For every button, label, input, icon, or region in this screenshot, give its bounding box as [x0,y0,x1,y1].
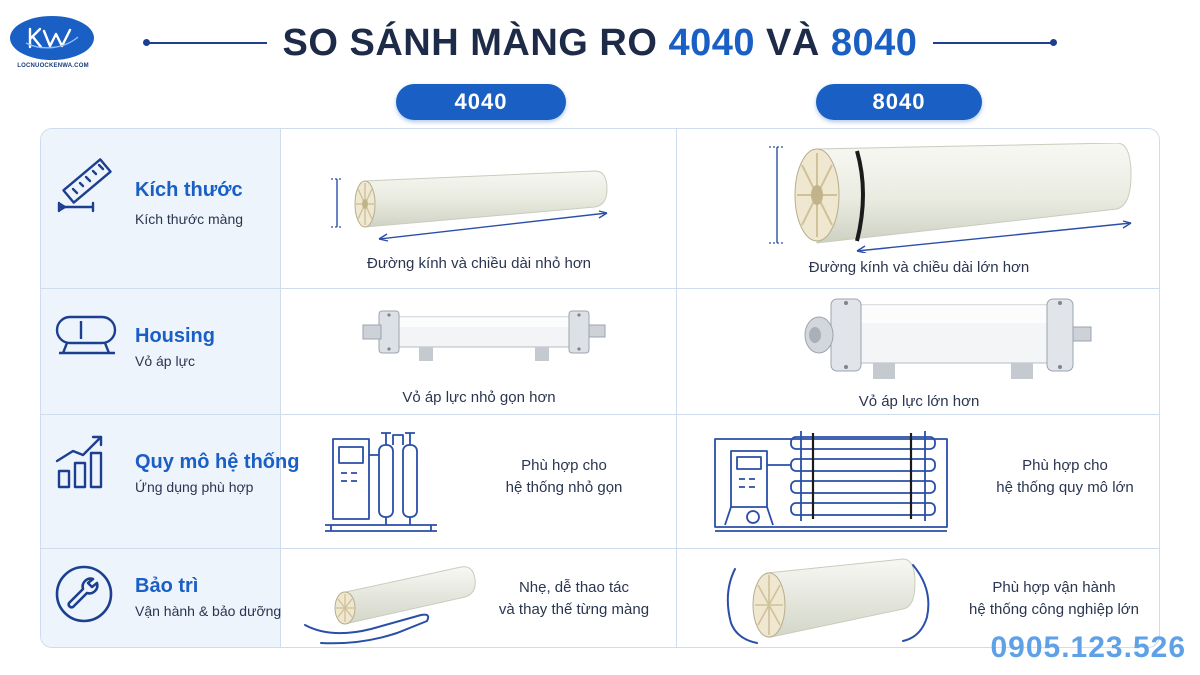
row-title: Bảo trì [135,575,199,597]
caption-4040-housing: Vỏ áp lực nhỏ gọn hơn [402,389,556,406]
caption-4040-size: Đường kính và chiều dài nhỏ hơn [366,255,592,272]
text-4040-scale: Phù hợp cho hệ thống nhỏ gọn [451,455,677,499]
title-model-b: 8040 [830,21,918,64]
row-label-cell: Quy mô hệ thống Ứng dụng phù hợp [41,415,299,548]
cell-4040-scale: Phù hợp cho hệ thống nhỏ gọn [281,415,677,548]
tank-icon [55,315,117,355]
text-line: và thay thế từng màng [498,601,650,618]
text-8040-maintenance: Phù hợp vận hành hệ thống công nghiệp lớ… [947,577,1159,621]
cell-4040-size: Đường kính và chiều dài nhỏ hơn [281,129,677,288]
text-8040-scale: Phù hợp cho hệ thống quy mô lớn [973,455,1157,499]
logo-mark [10,16,94,60]
text-line: Phù hợp vận hành [992,579,1116,596]
hand-holding-membrane-illustration [304,566,476,645]
row-title: Housing [135,325,215,347]
ruler-icon [57,158,112,213]
column-header-8040: 8040 [816,84,982,120]
title-mid: VÀ [755,21,831,64]
row-label-cell: Bảo trì Vận hành & bảo dưỡng [41,549,282,647]
brand-logo: LOCNUOCKENWA.COM [10,16,96,69]
cell-4040-maintenance: Nhẹ, dễ thao tác và thay thế từng màng [281,549,677,647]
row-subtitle: Vỏ áp lực [135,353,195,369]
table-row-housing: Housing Vỏ áp lực Vỏ áp lực nhỏ gọn hơn [41,289,1159,415]
title-prefix: SO SÁNH MÀNG RO [282,21,669,64]
hotline-number[interactable]: 0905.123.526 [990,631,1186,664]
hands-holding-large-membrane-illustration [726,558,930,644]
kw-logo-icon [25,27,79,49]
row-subtitle: Ứng dụng phù hợp [135,479,254,495]
table-row-scale: Quy mô hệ thống Ứng dụng phù hợp Phù h [41,415,1159,549]
housing-8040-illustration [804,298,1092,379]
cell-8040-size: Đường kính và chiều dài lớn hơn [677,129,1159,288]
caption-8040-size: Đường kính và chiều dài lớn hơn [808,259,1030,276]
row-title: Quy mô hệ thống [135,451,300,473]
table-row-maintenance: Bảo trì Vận hành & bảo dưỡng Nhẹ, dễ tha… [41,549,1159,647]
text-line: Phù hợp cho [521,457,607,474]
wrench-icon [55,565,113,623]
logo-site-text: LOCNUOCKENWA.COM [17,63,89,69]
caption-8040-housing: Vỏ áp lực lớn hơn [858,393,980,410]
cell-4040-housing: Vỏ áp lực nhỏ gọn hơn [281,289,677,414]
membrane-4040-illustration [331,170,608,242]
page-title: SO SÁNH MÀNG RO 4040 VÀ 8040 [283,22,918,65]
text-line: Nhẹ, dễ thao tác [518,579,630,596]
row-label-cell: Kích thước Kích thước màng [41,129,281,288]
table-row-size: Kích thước Kích thước màng Đường kính v [41,129,1159,289]
housing-4040-illustration [362,310,606,361]
text-line: hệ thống nhỏ gọn [505,479,623,496]
text-line: hệ thống công nghiệp lớn [969,601,1139,618]
comparison-table: Kích thước Kích thước màng Đường kính v [40,128,1160,648]
row-subtitle: Vận hành & bảo dưỡng [135,603,282,619]
cell-8040-scale: Phù hợp cho hệ thống quy mô lớn [677,415,1159,548]
large-system-illustration [714,431,948,532]
small-system-illustration [325,432,437,532]
column-header-4040: 4040 [396,84,566,120]
title-divider-right [933,39,1058,46]
title-divider-left [142,39,267,46]
row-title: Kích thước [135,179,243,201]
cell-8040-maintenance: Phù hợp vận hành hệ thống công nghiệp lớ… [677,549,1159,647]
row-label-cell: Housing Vỏ áp lực [41,289,281,414]
bar-chart-icon [55,435,103,489]
row-subtitle: Kích thước màng [135,211,244,227]
text-line: Phù hợp cho [1022,457,1108,474]
text-line: hệ thống quy mô lớn [996,479,1134,496]
membrane-8040-illustration [769,143,1132,253]
page-title-bar: SO SÁNH MÀNG RO 4040 VÀ 8040 [142,18,1058,68]
title-model-a: 4040 [668,21,755,64]
cell-8040-housing: Vỏ áp lực lớn hơn [677,289,1159,414]
text-4040-maintenance: Nhẹ, dễ thao tác và thay thế từng màng [471,577,677,621]
